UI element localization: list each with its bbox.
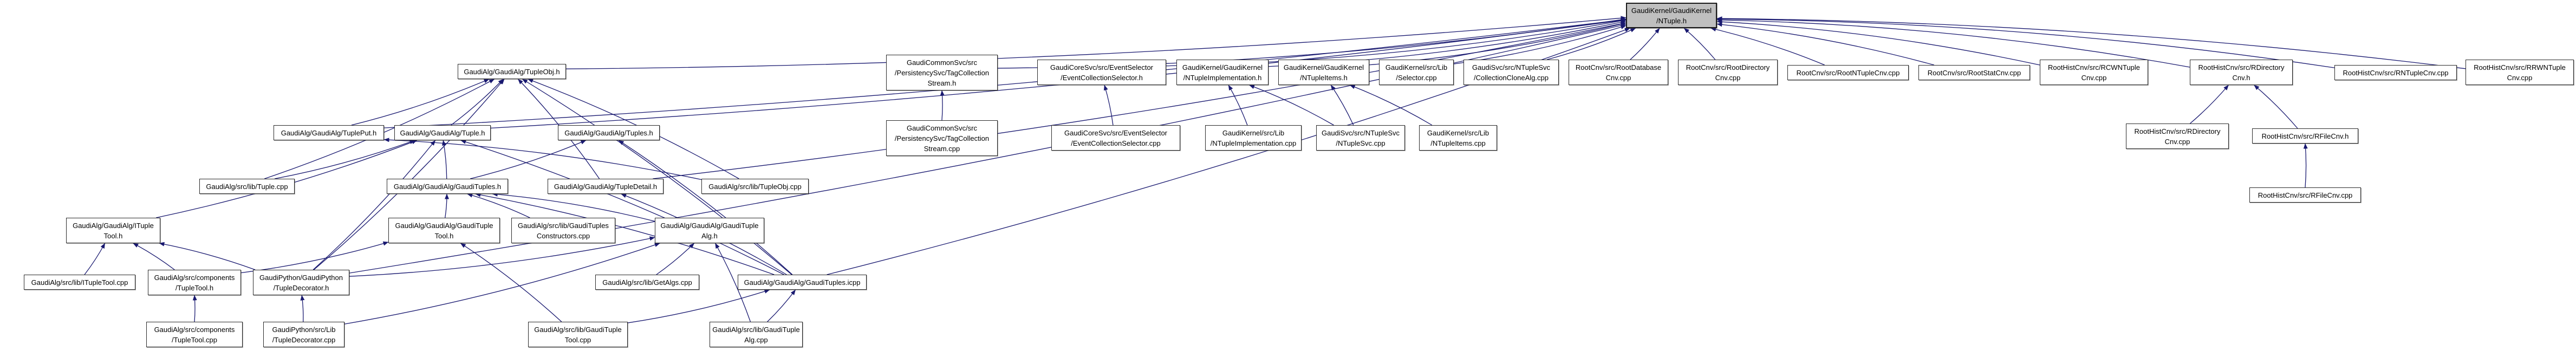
edge-tupleobj-cpp-to-tupleput-h	[383, 138, 702, 180]
edge-gaudituplesconstructors-cpp-to-gaudituples-h	[467, 193, 530, 218]
node-rdirectorycnv-h[interactable]: RootHistCnv/src/RDirectory Cnv.h	[2190, 60, 2293, 85]
node-eventcollectionselector-cpp[interactable]: GaudiCoreSvc/src/EventSelector /EventCol…	[1051, 125, 1180, 151]
node-rfilecnv-h[interactable]: RootHistCnv/src/RFileCnv.h	[2252, 128, 2358, 144]
edge-tupleput-h-to-ntuple-h	[383, 18, 1627, 128]
edge-gaudituples-icpp-to-tuple-h	[460, 140, 784, 275]
node-gaudituples-icpp[interactable]: GaudiAlg/GaudiAlg/GaudiTuples.icpp	[738, 275, 867, 290]
node-tupletool-h[interactable]: GaudiAlg/src/components /TupleTool.h	[148, 270, 241, 295]
node-gaudituplesconstructors-cpp[interactable]: GaudiAlg/src/lib/GaudiTuples Constructor…	[511, 218, 615, 243]
edge-gauditupletool-cpp-to-gauditupletool-h	[460, 243, 562, 322]
node-rcwntuplecnv-cpp[interactable]: RootHistCnv/src/RCWNTuple Cnv.cpp	[2040, 60, 2148, 85]
edge-rootdirectorycnv-cpp-to-ntuple-h	[1683, 28, 1716, 60]
edge-tupletool-cpp-to-tupletool-h	[192, 295, 197, 322]
node-tuples-h[interactable]: GaudiAlg/GaudiAlg/Tuples.h	[558, 125, 660, 140]
edge-ntupleitems-cpp-to-ntupleitems-h	[1349, 84, 1433, 126]
node-gauditupletool-h[interactable]: GaudiAlg/GaudiAlg/GaudiTuple Tool.h	[388, 218, 500, 243]
node-rntuplecnv-cpp[interactable]: RootHistCnv/src/RNTupleCnv.cpp	[2334, 65, 2457, 80]
edge-rrwntuplecnv-cpp-to-ntuple-h	[1716, 16, 2466, 69]
node-tupleobj-h[interactable]: GaudiAlg/GaudiAlg/TupleObj.h	[458, 64, 566, 79]
edge-tupletool-h-to-itupletool-h	[133, 243, 175, 270]
edge-tuple-cpp-to-tuple-h	[274, 140, 415, 179]
edge-tupledecorator-h-to-tupleobj-h	[314, 79, 505, 270]
node-eventcollectionselector-h[interactable]: GaudiCoreSvc/src/EventSelector /EventCol…	[1037, 60, 1166, 85]
node-ntuple-h: GaudiKernel/GaudiKernel /NTuple.h	[1626, 3, 1717, 28]
edge-ntuplesvc-cpp-to-ntupleimplementation-h	[1249, 84, 1334, 126]
edge-gaudituples-icpp-to-tupleobj-h	[522, 79, 792, 275]
node-tagcollectionstream-h[interactable]: GaudiCommonSvc/src /PersistencySvc/TagCo…	[886, 55, 998, 90]
node-rootdatabasecnv-cpp[interactable]: RootCnv/src/RootDatabase Cnv.cpp	[1569, 60, 1668, 85]
node-tuple-cpp[interactable]: GaudiAlg/src/lib/Tuple.cpp	[199, 179, 295, 194]
edge-tupledecorator-cpp-to-gaudituplealg-h	[344, 243, 660, 324]
edge-rootntuplecnv-cpp-to-ntuple-h	[1710, 27, 1825, 66]
node-ntupleimplementation-h[interactable]: GaudiKernel/GaudiKernel /NTupleImplement…	[1176, 60, 1269, 85]
edge-getalgs-cpp-to-gaudituplealg-h	[656, 243, 695, 275]
edge-eventcollectionselector-h-to-ntuple-h	[1166, 18, 1627, 67]
edge-group	[84, 16, 2466, 324]
edge-gaudituples-h-to-tuple-h	[441, 140, 447, 179]
edge-tupledecorator-cpp-to-tupledecorator-h	[300, 295, 305, 322]
node-selector-cpp[interactable]: GaudiKernel/src/Lib /Selector.cpp	[1379, 60, 1454, 85]
node-itupletool-h[interactable]: GaudiAlg/GaudiAlg/ITuple Tool.h	[66, 218, 160, 243]
node-gaudituplealg-cpp[interactable]: GaudiAlg/src/lib/GaudiTuple Alg.cpp	[710, 322, 803, 347]
node-tuple-h[interactable]: GaudiAlg/GaudiAlg/Tuple.h	[394, 125, 491, 140]
edge-rootstatcnv-cpp-to-ntuple-h	[1716, 22, 1934, 66]
node-tupledetail-h[interactable]: GaudiAlg/GaudiAlg/TupleDetail.h	[548, 179, 663, 194]
edge-rfilecnv-cpp-to-rfilecnv-h	[2303, 143, 2308, 188]
edge-gaudituples-icpp-to-gaudituples-h	[475, 192, 775, 275]
node-rootntuplecnv-cpp[interactable]: RootCnv/src/RootNTupleCnv.cpp	[1787, 65, 1909, 80]
node-gauditupletool-cpp[interactable]: GaudiAlg/src/lib/GaudiTuple Tool.cpp	[528, 322, 628, 347]
edge-ntupleimplementation-cpp-to-ntupleimplementation-h	[1228, 84, 1248, 126]
edge-rdirectorycnv-cpp-to-rdirectorycnv-h	[2190, 84, 2229, 124]
edge-gaudituplealg-cpp-to-gaudituplealg-h	[714, 243, 751, 322]
edge-tupleobj-cpp-to-tupleobj-h	[528, 79, 739, 179]
edge-collectionclonealg-cpp-to-ntuple-h	[1547, 28, 1636, 60]
node-gaudituples-h[interactable]: GaudiAlg/GaudiAlg/GaudiTuples.h	[387, 179, 508, 194]
edge-tupledetail-h-to-ntuple-h	[653, 21, 1627, 179]
node-gaudituplealg-h[interactable]: GaudiAlg/GaudiAlg/GaudiTuple Alg.h	[655, 218, 764, 243]
edge-rootdatabasecnv-cpp-to-ntuple-h	[1630, 28, 1660, 60]
node-ntupleimplementation-cpp[interactable]: GaudiKernel/src/Lib /NTupleImplementatio…	[1205, 125, 1302, 151]
edge-gaudituples-icpp-to-tuples-h	[618, 140, 793, 275]
node-tupleobj-cpp[interactable]: GaudiAlg/src/lib/TupleObj.cpp	[701, 179, 809, 194]
edge-gaudituples-h-to-tuples-h	[470, 140, 587, 179]
node-tupledecorator-h[interactable]: GaudiPython/GaudiPython /TupleDecorator.…	[253, 270, 349, 295]
edge-gaudituplealg-h-to-gaudituples-h	[492, 192, 655, 222]
edge-tupledecorator-h-to-tuple-h	[313, 140, 436, 270]
edge-eventcollectionselector-cpp-to-eventcollectionselector-h	[1103, 84, 1114, 126]
edge-tupleput-h-to-tupleobj-h	[351, 79, 490, 126]
node-rootdirectorycnv-cpp[interactable]: RootCnv/src/RootDirectory Cnv.cpp	[1678, 60, 1778, 85]
node-ntuplesvc-cpp[interactable]: GaudiSvc/src/NTupleSvc /NTupleSvc.cpp	[1316, 125, 1405, 151]
edge-itupletool-cpp-to-itupletool-h	[84, 243, 106, 275]
node-tagcollectionstream-cpp[interactable]: GaudiCommonSvc/src /PersistencySvc/TagCo…	[886, 120, 998, 156]
node-tupledecorator-cpp[interactable]: GaudiPython/src/Lib /TupleDecorator.cpp	[263, 322, 344, 347]
node-tupleput-h[interactable]: GaudiAlg/GaudiAlg/TuplePut.h	[274, 125, 384, 140]
node-getalgs-cpp[interactable]: GaudiAlg/src/lib/GetAlgs.cpp	[595, 275, 699, 290]
edge-ntuplesvc-cpp-to-ntupleitems-h	[1330, 84, 1354, 126]
edge-tupledecorator-h-to-itupletool-h	[159, 242, 256, 270]
edge-tupledecorator-h-to-gaudituplealg-h	[349, 236, 655, 277]
node-collectionclonealg-cpp[interactable]: GaudiSvc/src/NTupleSvc /CollectionCloneA…	[1463, 60, 1559, 85]
edge-tuple-h-to-tupleobj-h	[451, 79, 504, 126]
node-ntupleitems-h[interactable]: GaudiKernel/GaudiKernel /NTupleItems.h	[1278, 60, 1369, 85]
node-ntupleitems-cpp[interactable]: GaudiKernel/src/Lib /NTupleItems.cpp	[1419, 125, 1497, 151]
edge-tupleobj-h-to-ntuple-h	[565, 16, 1627, 69]
edge-gauditupletool-cpp-to-gaudituples-icpp	[627, 289, 770, 323]
edge-gauditupletool-h-to-gaudituples-h	[445, 193, 450, 218]
edge-rntuplecnv-cpp-to-ntuple-h	[1716, 17, 2335, 68]
edge-rdirectorycnv-h-to-ntuple-h	[1716, 18, 2190, 68]
edge-rfilecnv-h-to-rdirectorycnv-h	[2254, 84, 2298, 129]
node-rrwntuplecnv-cpp[interactable]: RootHistCnv/src/RRWNTuple Cnv.cpp	[2466, 60, 2574, 85]
edge-rcwntuplecnv-cpp-to-ntuple-h	[1716, 20, 2040, 66]
node-rfilecnv-cpp[interactable]: RootHistCnv/src/RFileCnv.cpp	[2249, 187, 2361, 203]
node-tupletool-cpp[interactable]: GaudiAlg/src/components /TupleTool.cpp	[146, 322, 243, 347]
node-rootstatcnv-cpp[interactable]: RootCnv/src/RootStatCnv.cpp	[1918, 65, 2030, 80]
node-itupletool-cpp[interactable]: GaudiAlg/src/lib/ITupleTool.cpp	[24, 275, 135, 290]
node-rdirectorycnv-cpp[interactable]: RootHistCnv/src/RDirectory Cnv.cpp	[2126, 123, 2229, 149]
edge-gaudituplealg-cpp-to-gaudituples-icpp	[767, 289, 796, 322]
